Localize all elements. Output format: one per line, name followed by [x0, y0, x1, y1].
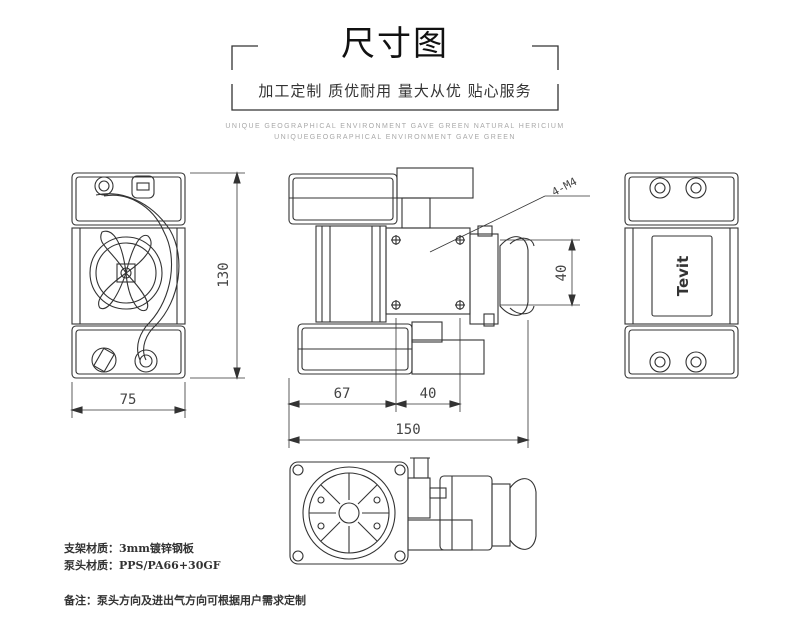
- remark-note: 备注：泵头方向及进出气方向可根据用户需求定制: [64, 594, 306, 607]
- page-subtitle: 加工定制 质优耐用 量大从优 贴心服务: [258, 82, 532, 100]
- top-view: [289, 457, 537, 565]
- total-length-dimension: 150: [395, 422, 420, 438]
- back-view: [624, 172, 739, 379]
- span-a-dimension: 67: [334, 386, 351, 402]
- frame-material-note: 支架材质：3mm镀锌钢板: [64, 542, 194, 555]
- head-material-note: 泵头材质：PPS/PA66+30GF: [64, 559, 221, 572]
- bolt-spec-label: 4-M4: [550, 175, 580, 199]
- tagline-1: UNIQUE GEOGRAPHICAL ENVIRONMENT GAVE GRE…: [225, 123, 565, 130]
- tagline-2: UNIQUEGEOGRAPHICAL ENVIRONMENT GAVE GREE…: [274, 134, 516, 141]
- height-dimension: 130: [216, 262, 232, 287]
- page-title: 尺寸图: [341, 24, 449, 64]
- front-view: [71, 172, 186, 379]
- width-dimension: 75: [120, 392, 137, 408]
- side-view: [288, 167, 535, 375]
- span-b-dimension: 40: [420, 386, 437, 402]
- brand-mark: Tevit: [674, 256, 692, 297]
- material-notes: 支架材质：3mm镀锌钢板 泵头材质：PPS/PA66+30GF: [64, 540, 221, 574]
- mount-height-dimension: 40: [554, 265, 570, 282]
